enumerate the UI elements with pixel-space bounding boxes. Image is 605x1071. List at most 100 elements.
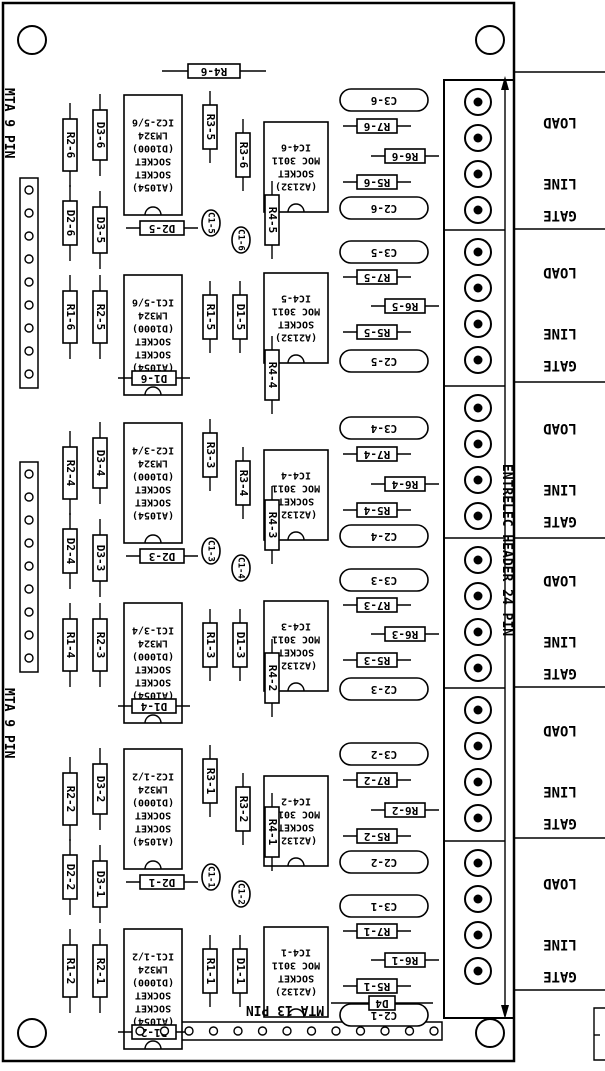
component-label: D3-3 bbox=[94, 545, 107, 572]
connector-pin bbox=[24, 584, 34, 594]
capacitor-pill bbox=[339, 240, 429, 264]
diode bbox=[232, 622, 248, 668]
ic-text: SOCKET bbox=[135, 810, 171, 821]
ic-moc3011-socket bbox=[263, 272, 329, 364]
resistor bbox=[92, 944, 108, 998]
resistor bbox=[62, 772, 78, 826]
terminal-screw-center bbox=[473, 930, 483, 940]
ic-text: (A1054) bbox=[132, 690, 174, 701]
mounting-hole bbox=[475, 25, 505, 55]
resistor bbox=[92, 290, 108, 344]
connector-pin bbox=[24, 300, 34, 310]
resistor bbox=[62, 446, 78, 500]
terminal-label-load: LOAD bbox=[543, 264, 577, 280]
component-label: C2-4 bbox=[370, 530, 397, 543]
terminal-label-gate: GATE bbox=[543, 207, 577, 223]
component-label: D3-6 bbox=[94, 122, 107, 149]
component-label: D3-2 bbox=[94, 776, 107, 803]
connector-pin bbox=[24, 469, 34, 479]
mta-9-pin-connector-bottom bbox=[19, 461, 39, 673]
terminal-screw-center bbox=[473, 511, 483, 521]
component-label: R2-1 bbox=[94, 958, 107, 985]
resistor bbox=[235, 132, 251, 178]
ic-text: (A1054) bbox=[132, 510, 174, 521]
ic-text: MOC 3011 bbox=[272, 306, 320, 317]
connector-pin bbox=[331, 1026, 341, 1036]
terminal-screw-center bbox=[473, 205, 483, 215]
capacitor bbox=[201, 537, 221, 565]
ic-text: SOCKET bbox=[135, 823, 171, 834]
component-label: R3-6 bbox=[237, 142, 250, 169]
capacitor-pill bbox=[339, 677, 429, 701]
resistor bbox=[356, 446, 398, 462]
terminal-screw-center bbox=[473, 627, 483, 637]
component-label: C3-2 bbox=[371, 748, 398, 761]
terminal-screw-center bbox=[473, 813, 483, 823]
component-label: C3-3 bbox=[371, 574, 398, 587]
component-label: D1-6 bbox=[140, 372, 167, 385]
resistor bbox=[356, 269, 398, 285]
terminal-screw-center bbox=[473, 355, 483, 365]
ic-text: SOCKET bbox=[135, 156, 171, 167]
connector-pin bbox=[306, 1026, 317, 1036]
component-label: R5-5 bbox=[364, 326, 391, 339]
connector-pin bbox=[24, 208, 34, 218]
component-label: R7-3 bbox=[364, 599, 391, 612]
connector-pin bbox=[257, 1026, 268, 1036]
component-label: D4 bbox=[375, 997, 389, 1010]
terminal-screw-center bbox=[473, 741, 483, 751]
resistor bbox=[356, 772, 398, 788]
component-label: R4-3 bbox=[266, 512, 279, 539]
terminal-label-load: LOAD bbox=[543, 572, 577, 588]
resistor bbox=[384, 952, 426, 968]
component-label: C3-5 bbox=[371, 246, 398, 259]
resistor bbox=[264, 349, 280, 401]
component-label: R1-3 bbox=[204, 632, 217, 659]
ic-text: LM324 bbox=[138, 964, 168, 975]
component-label: C2-3 bbox=[371, 683, 398, 696]
component-label: R4-6 bbox=[200, 65, 227, 78]
terminal-screw-center bbox=[473, 475, 483, 485]
ic-text: SOCKET bbox=[278, 319, 314, 330]
ic-text: (A2132) bbox=[275, 660, 317, 671]
component-label: R6-5 bbox=[392, 300, 419, 313]
ic-lm324-socket bbox=[123, 422, 183, 544]
ic-text: MOC 3011 bbox=[272, 809, 320, 820]
resistor bbox=[264, 194, 280, 246]
mta-9-pin-connector-top bbox=[19, 177, 39, 389]
connector-pin bbox=[184, 1026, 194, 1036]
ic-text: (A2132) bbox=[275, 509, 317, 520]
mta-9-pin-label: MTA 9 PIN bbox=[1, 88, 16, 159]
connector-pin bbox=[24, 630, 34, 640]
resistor bbox=[202, 432, 218, 478]
resistor bbox=[356, 978, 398, 994]
diode bbox=[139, 548, 185, 564]
capacitor-pill bbox=[339, 349, 429, 373]
terminal-label-line: LINE bbox=[543, 175, 577, 191]
terminal-label-line: LINE bbox=[543, 325, 577, 341]
ic-text: (D1000) bbox=[132, 323, 174, 334]
ic-text: SOCKET bbox=[135, 336, 171, 347]
component-label: R6-4 bbox=[391, 478, 418, 491]
component-label: R5-1 bbox=[363, 980, 390, 993]
ic-text: IC1-5/6 bbox=[132, 297, 174, 308]
component-label: R2-4 bbox=[64, 460, 77, 487]
connector-pin bbox=[24, 515, 34, 525]
component-label: R6-1 bbox=[391, 954, 418, 967]
component-label: R7-4 bbox=[363, 448, 390, 461]
component-label: C1-2 bbox=[236, 883, 246, 905]
ic-text: SOCKET bbox=[135, 349, 171, 360]
component-label: R3-3 bbox=[204, 442, 217, 469]
resistor bbox=[356, 597, 398, 613]
component-label: D3-5 bbox=[94, 217, 107, 244]
terminal-label-gate: GATE bbox=[543, 968, 577, 984]
component-label: C1-5 bbox=[206, 212, 216, 234]
ic-text: IC4-5 bbox=[281, 293, 311, 304]
capacitor-pill bbox=[339, 894, 429, 918]
ic-text: SOCKET bbox=[278, 168, 314, 179]
entrelec-header-label: ENTRELEC HEADER 24 PIN bbox=[499, 464, 514, 636]
diode bbox=[232, 294, 248, 340]
component-label: C3-4 bbox=[370, 422, 397, 435]
component-label: R2-2 bbox=[64, 786, 77, 813]
resistor bbox=[62, 118, 78, 172]
